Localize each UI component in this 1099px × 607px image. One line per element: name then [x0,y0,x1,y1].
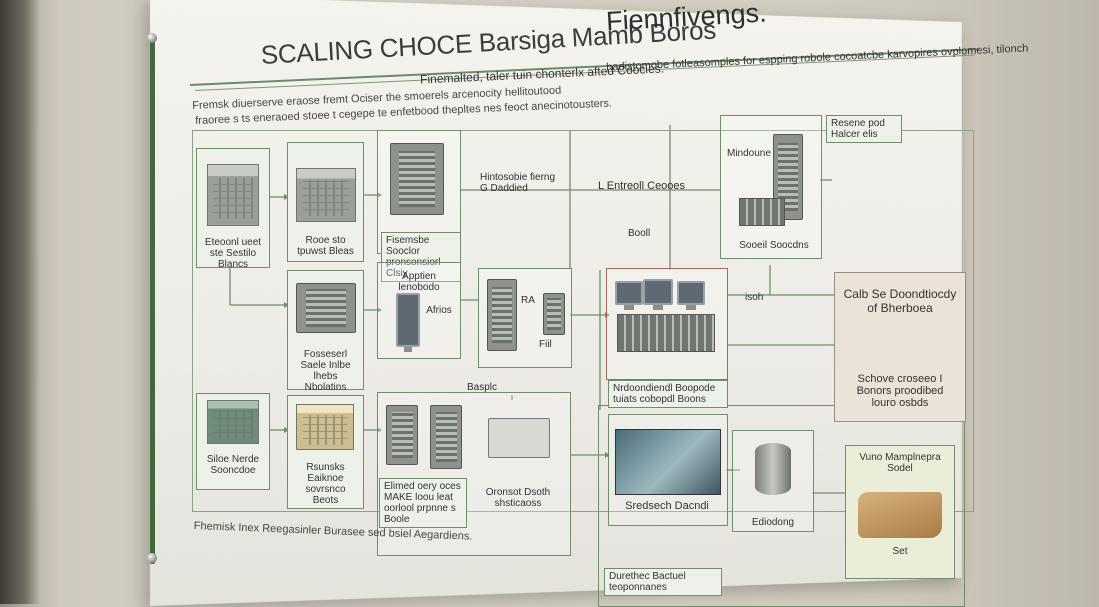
appien-label: Apptien lenobodo [382,271,456,293]
calib-label: Calb Se Doondtiocdy of Bherboea [843,287,957,315]
set-label: Set [852,546,948,557]
basplc-label: Basplc [467,382,497,393]
vuno-label: Vuno Mamplnepra Sodel [852,452,948,474]
ra-block: RA Fiil [478,268,572,368]
ediodong-label: Ediodong [737,517,809,528]
server-icon [296,283,356,333]
schove-label: Schove croseeo I Bonors proodibed louro … [843,373,957,409]
screen-block: Sredsech Dacndi [608,414,728,526]
block-5-label: Rsunsks Eaiknoe sovrsnco Beots [292,462,359,506]
building-green-icon [207,400,259,444]
mindoone-block: Mindoune Sooeil Soocdns [720,115,822,259]
social-label: Sooeil Soocdns [735,240,813,251]
ra-label: RA [521,295,535,306]
keypad-icon [739,198,785,226]
keyboard-icon [617,314,715,352]
mindoone-label: Mindoune [727,148,771,159]
calib-block: Calb Se Doondtiocdy of Bherboea Schove c… [834,272,966,422]
rack-icon [386,405,418,465]
oroneot-label: Oronsot Dsoth shsticaoss [478,487,558,509]
block-5: Rsunsks Eaiknoe sovrsnco Beots [287,395,364,509]
middle-label: Nrdoondiendl Boopode tuiats cobopdl Boon… [608,380,728,408]
room-icon [488,418,550,458]
block-2: Rooe sto tpuwst Bleas [287,142,364,262]
computer-cluster-block [606,268,728,380]
afrios-label: Afrios [422,305,456,316]
building-icon [296,168,356,222]
cylinder-icon [755,443,791,495]
device-icon [543,293,565,335]
sredsech-label: Sredsech Dacndi [615,501,719,512]
cushion-icon [858,492,942,538]
block-1: Eteoonl ueet ste Sestilo Blancs [196,148,270,268]
block-3: Fosseserl Saele Inlbe lhebs Nbolatins [287,270,364,390]
vuno-block: Vuno Mamplnepra Sodel Set [845,445,955,579]
monitor-icon-1 [615,281,643,305]
monitor-icon-3 [677,281,705,305]
bolil-label: Booll [628,228,650,239]
block-1-label: Eteoonl ueet ste Sestilo Blancs [201,237,265,270]
rack-icon-2 [430,405,462,469]
block-4: Siloe Nerde Sooncdoe [196,393,270,490]
appien-block: Apptien lenobodo Afrios [377,262,461,359]
fiii-label: Fiil [539,339,552,350]
entrol-label: L Entreoll Ceooes [598,180,685,192]
ediodong-block: Ediodong [732,430,814,532]
phone-icon [396,293,420,347]
block-2-label: Rooe sto tpuwst Bleas [292,235,359,257]
cluster-label: Elimed oery oces MAKE loou leat oorlool … [379,478,467,528]
monitor-icon-2 [643,279,673,305]
building-tan-icon [296,404,354,450]
screen-icon [615,429,721,495]
machine-icon [390,143,444,215]
isoh-label: isoh [745,292,763,303]
block-4-label: Siloe Nerde Sooncdoe [201,454,265,476]
bottom-label: Durethec Bactuel teoponnanes [604,568,722,596]
reserve-label: Resene pod Halcer elis [826,115,902,143]
building-icon [207,164,259,226]
panel-icon [487,279,517,351]
hinted-label: Hintosobie fierng G Daddied [480,172,560,194]
block-3-label: Fosseserl Saele Inlbe lhebs Nbolatins [292,349,359,393]
